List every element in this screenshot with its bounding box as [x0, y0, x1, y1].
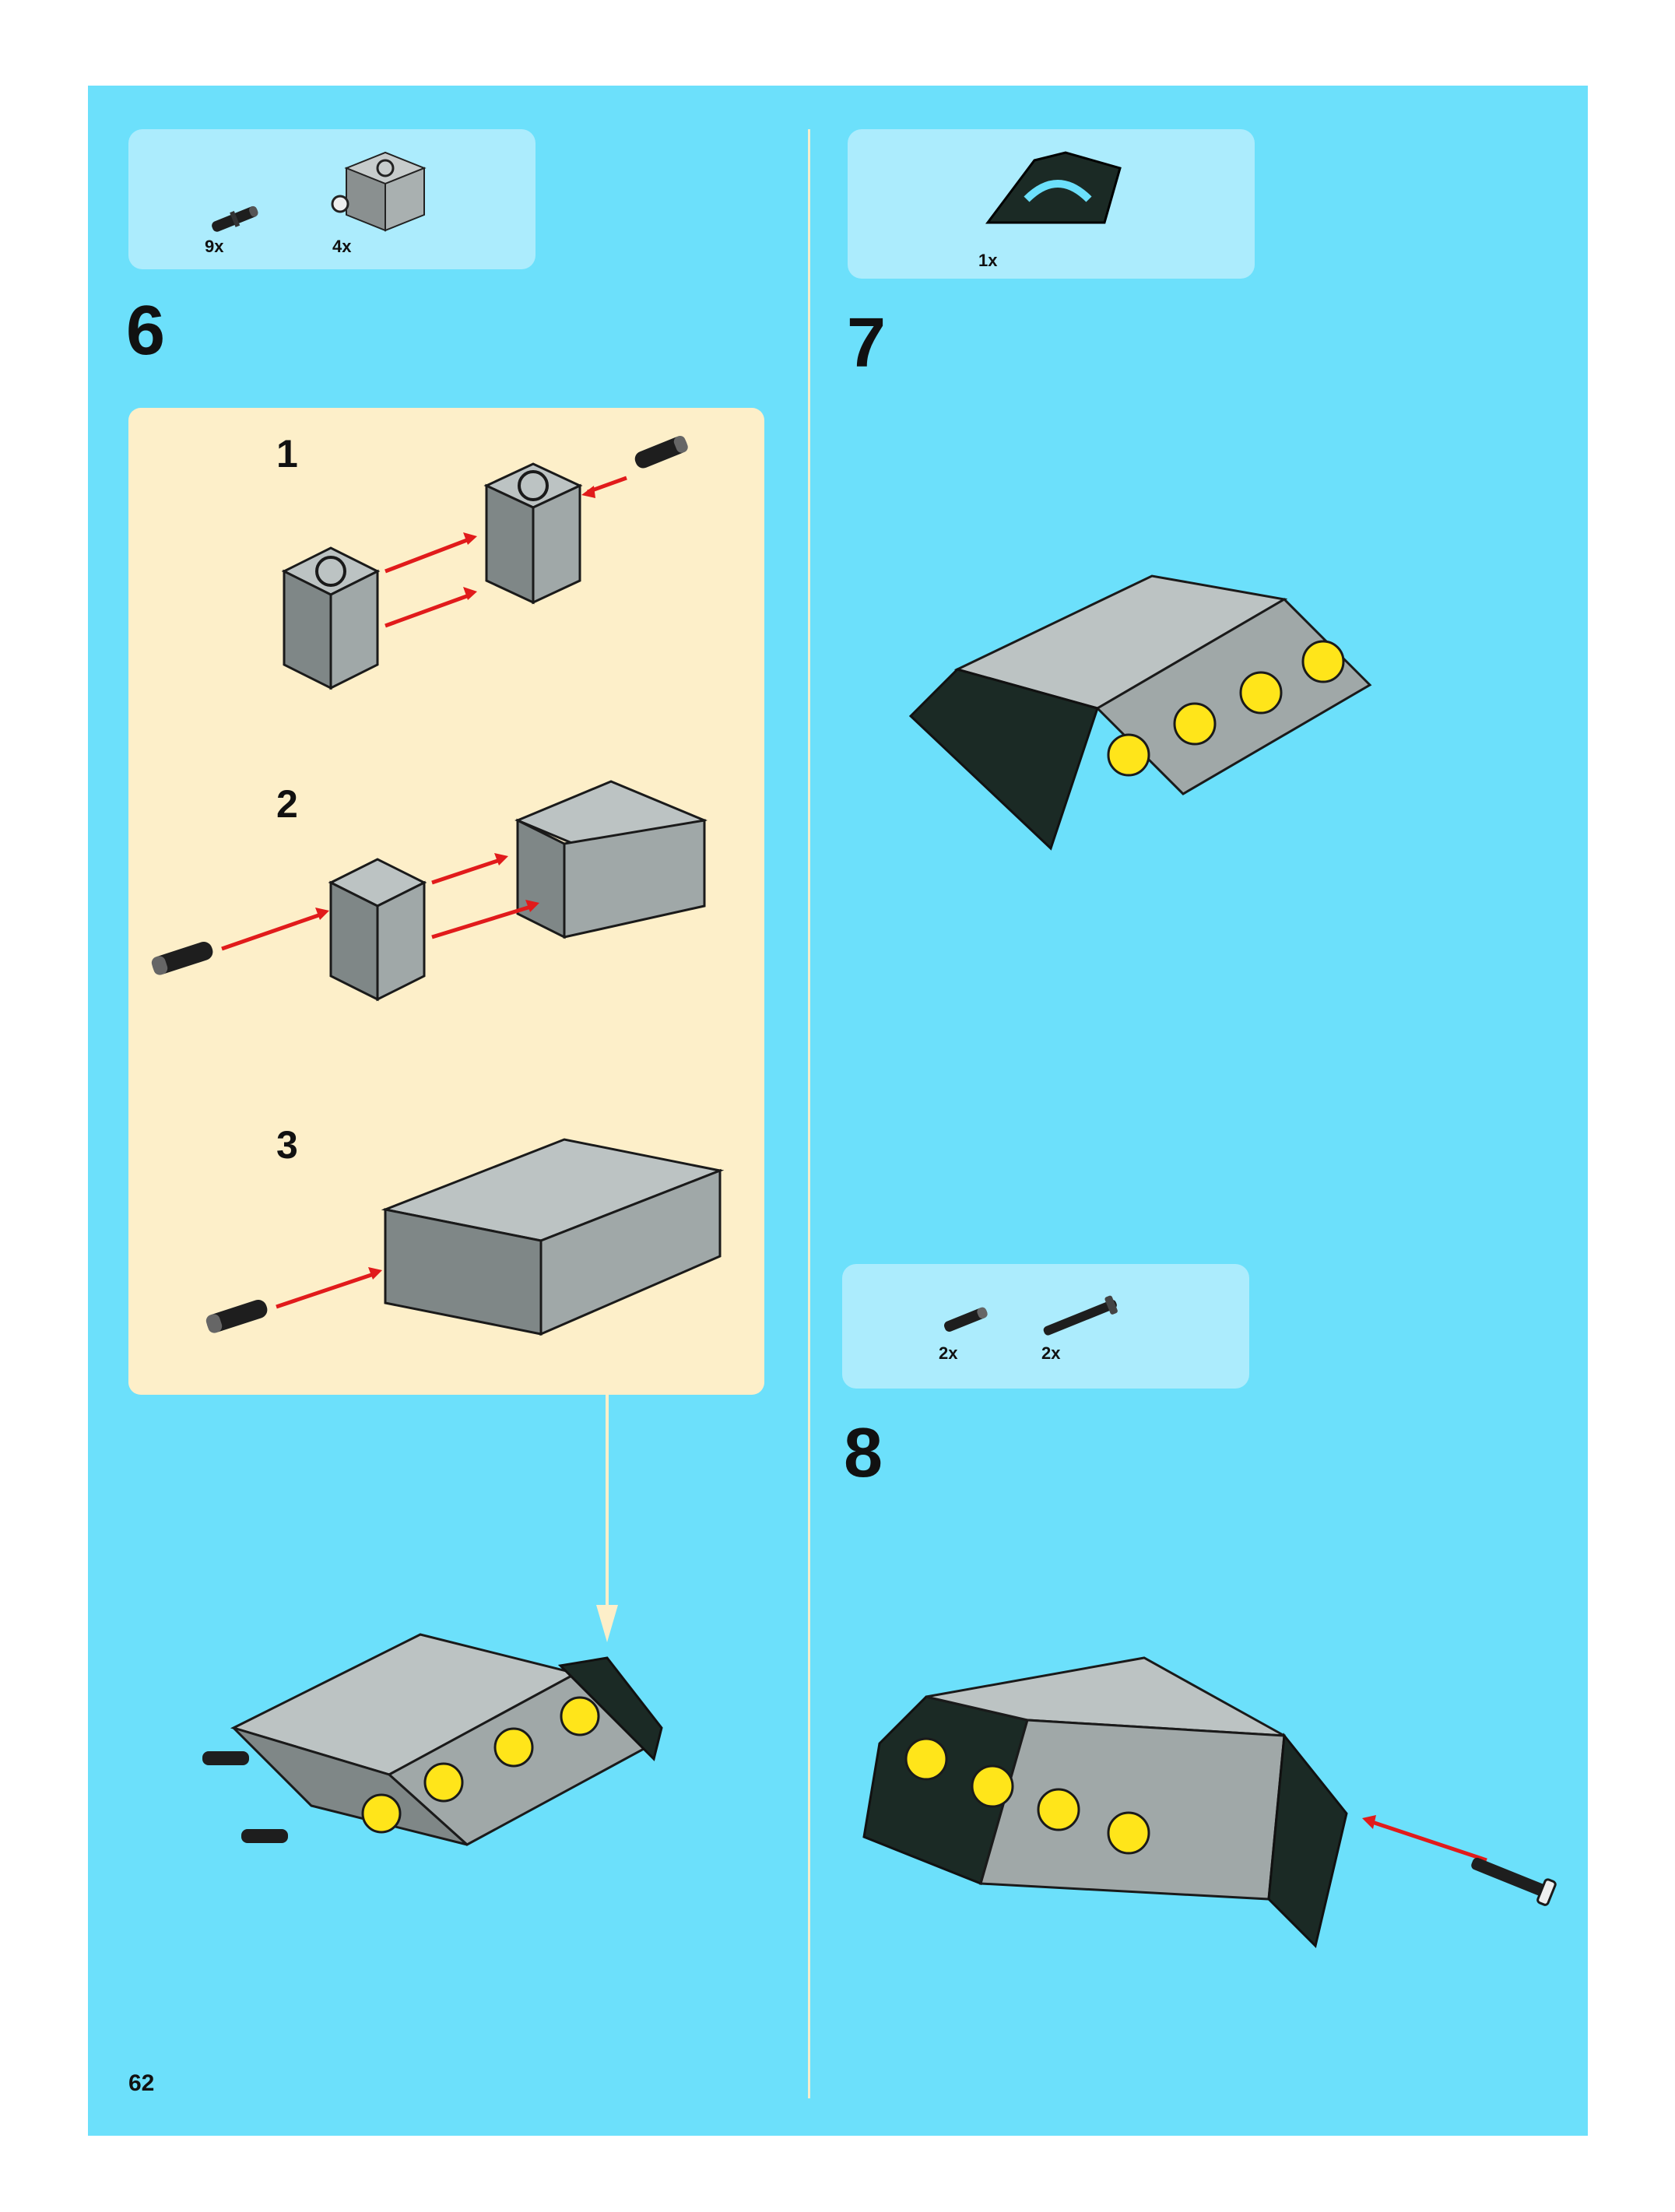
part-quantity: 2x — [1041, 1343, 1061, 1363]
substep-number: 2 — [276, 782, 298, 826]
part-quantity: 4x — [332, 237, 352, 256]
engine-cylinder-block-icon — [331, 151, 427, 232]
substep-1-illustration — [281, 436, 688, 690]
cylinder-block — [328, 858, 427, 1002]
step-7-parts-list: 1x — [848, 129, 1255, 279]
page-number: 62 — [128, 2070, 155, 2096]
substep-3-illustration — [205, 1138, 725, 1336]
step-number: 7 — [847, 304, 887, 382]
cylinder-row — [381, 1138, 725, 1336]
step-number: 6 — [126, 292, 166, 370]
callout-connector — [596, 1395, 618, 1642]
cylinder-block — [483, 462, 583, 605]
cylinder-block-pair — [514, 780, 708, 939]
substep-number: 3 — [276, 1123, 298, 1167]
step-8-parts-list: 2x 2x — [842, 1264, 1249, 1389]
step-6-assembly-illustration — [202, 1633, 663, 1846]
long-axle-pin-icon — [1043, 1295, 1118, 1336]
short-pin-icon — [943, 1307, 988, 1332]
step-6-parts-list: 9x 4x — [128, 129, 536, 269]
cylinder-block — [281, 546, 381, 690]
substep-2-illustration — [151, 780, 708, 1002]
friction-pin-icon — [212, 205, 258, 232]
part-quantity: 1x — [978, 251, 998, 270]
step-6-substeps-panel: 1 2 3 — [128, 408, 764, 1395]
step-7-assembly-illustration — [908, 574, 1372, 851]
column-divider — [808, 129, 810, 2098]
part-quantity: 9x — [205, 237, 224, 256]
step-number: 8 — [844, 1414, 883, 1492]
part-quantity: 2x — [939, 1343, 958, 1363]
black-triangle-frame-icon — [985, 151, 1122, 224]
step-8-assembly-illustration — [862, 1656, 1557, 1948]
substep-number: 1 — [276, 432, 298, 476]
